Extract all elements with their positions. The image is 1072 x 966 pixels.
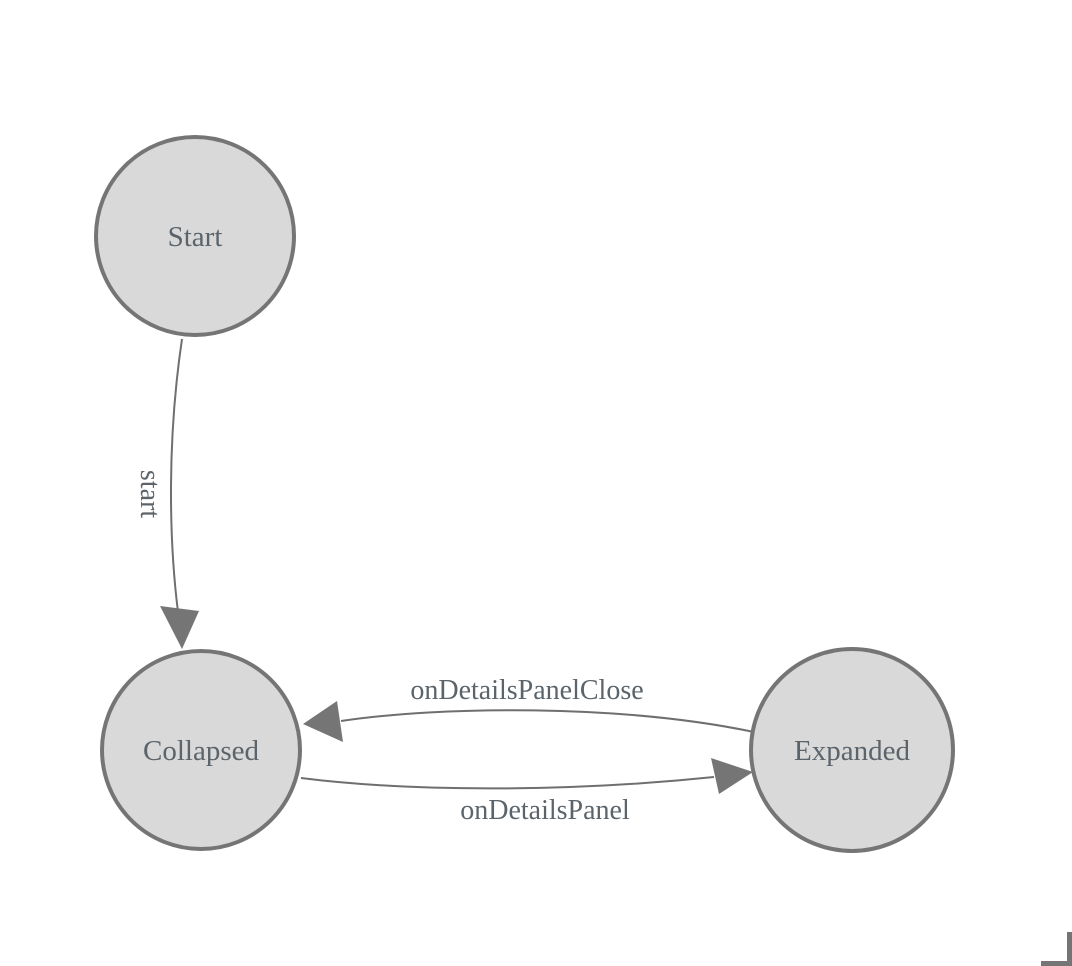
state-label-expanded: Expanded (794, 735, 910, 767)
edge-expanded-to-collapsed[interactable]: onDetailsPanelClose (303, 675, 755, 742)
edge-collapsed-to-expanded[interactable]: onDetailsPanel (300, 758, 753, 826)
state-circle-expanded (749, 647, 955, 853)
state-node-start[interactable]: Start (94, 135, 296, 337)
arrowhead-into-expanded-left (711, 758, 753, 794)
edge-start-to-collapsed[interactable]: start (134, 338, 199, 649)
corner-mark-horizontal (1041, 961, 1072, 966)
edge-label-start[interactable]: start (134, 470, 165, 518)
arrowhead-into-collapsed-top (160, 606, 199, 649)
edge-close-line (340, 709, 755, 733)
state-node-expanded[interactable]: Expanded (749, 647, 955, 853)
state-circle-start (94, 135, 296, 337)
state-label-start: Start (168, 221, 223, 253)
state-circle-collapsed (100, 649, 302, 851)
corner-mark-vertical (1067, 932, 1072, 961)
state-label-collapsed: Collapsed (143, 735, 259, 767)
edge-open-line (300, 776, 715, 790)
edge-label-on-details-panel-close[interactable]: onDetailsPanelClose (410, 675, 643, 706)
edge-start-line (169, 338, 183, 613)
page-corner-mark (1041, 932, 1072, 966)
edge-label-on-details-panel[interactable]: onDetailsPanel (460, 795, 630, 826)
arrowhead-into-collapsed-right (303, 701, 343, 742)
state-node-collapsed[interactable]: Collapsed (100, 649, 302, 851)
